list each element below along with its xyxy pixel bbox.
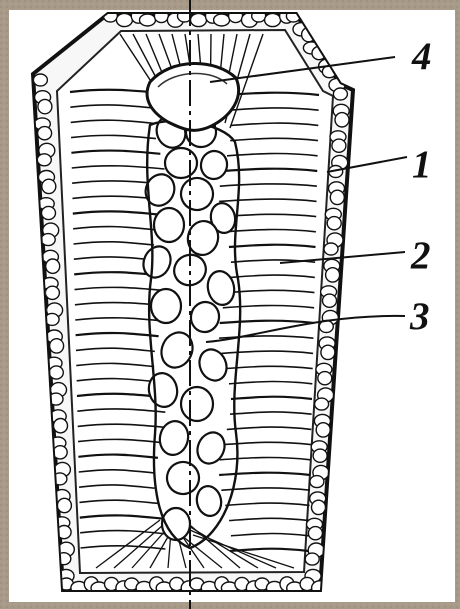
outer-grain [308,527,322,540]
outer-grain [332,139,346,152]
outer-grain [54,419,68,433]
outer-grain [326,268,340,282]
outer-grain [312,500,326,514]
outer-grain [49,366,63,379]
outer-grain [46,259,60,273]
outer-grain [41,234,55,246]
outer-grain [323,294,337,307]
outer-grain [140,14,156,26]
equiaxed-grain [151,289,181,323]
outer-grain [330,190,344,204]
outer-grain [305,553,319,565]
outer-grain [321,345,335,359]
outer-grain [37,154,51,166]
outer-grain [42,206,56,219]
outer-grain [327,217,341,230]
outer-grain [310,476,324,488]
outer-grain [57,498,71,512]
outer-grain [53,446,67,459]
label-1: 1 [412,145,432,184]
outer-grain [313,449,327,462]
outer-grain [335,113,349,127]
equiaxed-grain [165,148,197,178]
equiaxed-grain [181,387,213,421]
outer-grain [265,13,281,26]
outer-grain [45,286,59,299]
equiaxed-grain [154,208,184,242]
label-2: 2 [411,236,431,275]
outer-grain [324,243,338,255]
outer-grain [33,74,47,86]
outer-grain [50,339,64,353]
outer-grain [316,423,330,437]
outer-grain [315,398,329,410]
outer-grain [42,179,56,193]
label-4: 4 [412,37,432,76]
outer-grain [318,372,332,385]
outer-grain [214,14,230,26]
outer-grain [116,13,132,26]
outer-grain [38,99,52,113]
outer-grain [333,88,347,100]
outer-grain [191,13,207,26]
label-3: 3 [410,297,430,336]
outer-grain [38,127,52,140]
